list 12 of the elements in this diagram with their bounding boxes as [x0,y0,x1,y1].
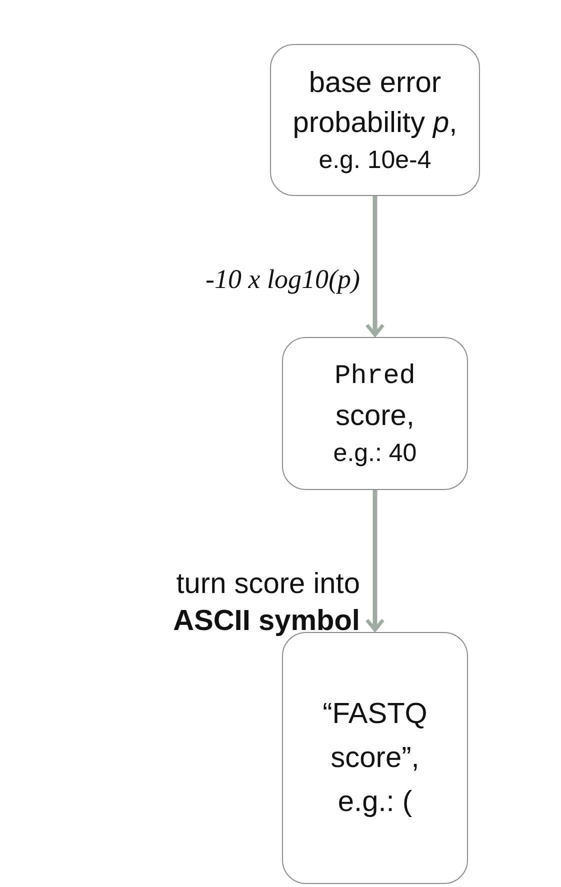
box-text: base error probability p, [292,66,458,141]
box-text: score, [336,398,414,434]
box-text: e.g.: 40 [333,438,417,468]
edge-label: turn score into ASCII symbol [172,567,360,639]
process-box [282,337,468,490]
arrow [365,196,385,337]
box-text: Phred [334,360,416,394]
box-text: e.g.: ( [338,785,412,820]
edge-label: -10 x log10(p) [204,263,360,296]
arrow [365,490,385,632]
process-box [270,44,480,196]
box-text: e.g. 10e-4 [318,145,432,176]
